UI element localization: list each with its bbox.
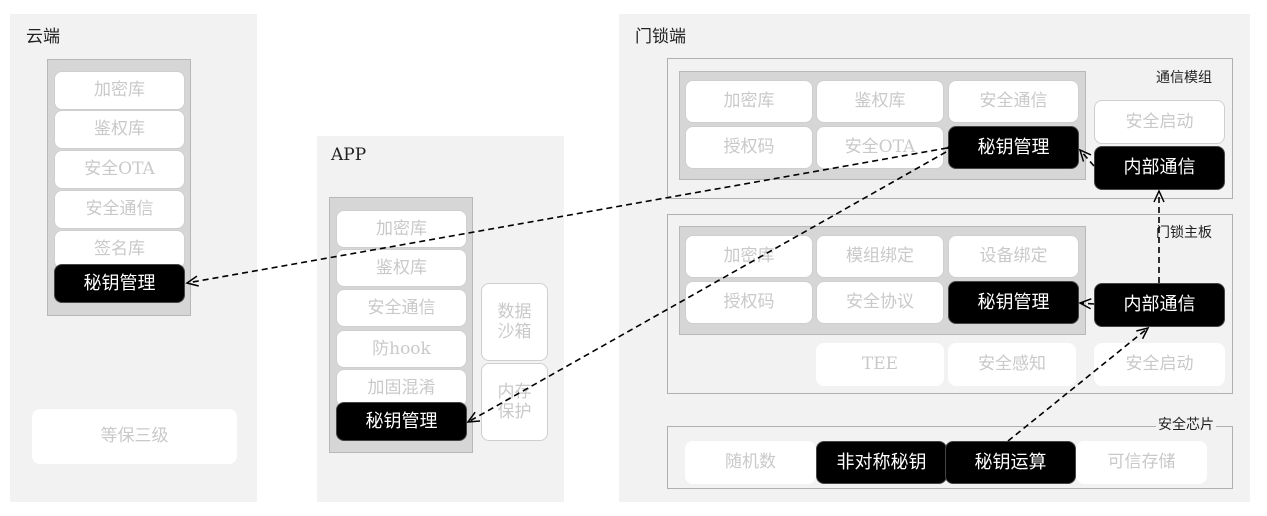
comm-secure-boot: 安全启动 (1094, 100, 1225, 144)
app-module-crypto: 加密库 (336, 210, 467, 248)
chip-label: 安全芯片 (1156, 414, 1216, 434)
mainboard-secure-boot: 安全启动 (1094, 343, 1225, 386)
mainboard-auth-code: 授权码 (685, 281, 813, 324)
app-title: APP (331, 145, 367, 165)
mainboard-internal-comm: 内部通信 (1094, 283, 1225, 327)
comm-auth-code: 授权码 (685, 126, 813, 169)
mainboard-tee: TEE (816, 343, 944, 386)
comm-secure-comm: 安全通信 (948, 80, 1079, 123)
cloud-security-level: 等保三级 (32, 409, 237, 464)
mainboard-device-bind: 设备绑定 (948, 235, 1079, 278)
app-key-management: 秘钥管理 (336, 402, 467, 441)
lock-title: 门锁端 (635, 27, 686, 47)
chip-random: 随机数 (685, 441, 816, 484)
cloud-key-management: 秘钥管理 (54, 264, 185, 303)
comm-ota: 安全OTA (816, 126, 944, 169)
comm-key-management: 秘钥管理 (948, 126, 1079, 169)
app-module-auth: 鉴权库 (336, 249, 467, 287)
cloud-module-auth: 鉴权库 (54, 110, 185, 149)
mainboard-protocol: 安全协议 (816, 281, 944, 324)
cloud-module-secure-comm: 安全通信 (54, 190, 185, 229)
chip-asym-key: 非对称秘钥 (816, 441, 947, 484)
comm-internal-comm: 内部通信 (1094, 146, 1225, 190)
mainboard-perception: 安全感知 (948, 343, 1076, 386)
cloud-title: 云端 (26, 27, 60, 47)
mainboard-crypto: 加密库 (685, 235, 813, 278)
comm-module-label: 通信模组 (1156, 70, 1212, 86)
app-module-secure-comm: 安全通信 (336, 289, 467, 327)
mainboard-label: 门锁主板 (1156, 225, 1212, 241)
cloud-module-crypto: 加密库 (54, 71, 185, 110)
comm-auth: 鉴权库 (816, 80, 944, 123)
app-memory-protection: 内存保护 (481, 363, 548, 441)
comm-crypto: 加密库 (685, 80, 813, 123)
chip-key-op: 秘钥运算 (945, 441, 1076, 484)
app-module-anti-hook: 防hook (336, 330, 467, 368)
cloud-module-ota: 安全OTA (54, 150, 185, 189)
chip-frame (667, 426, 1233, 489)
app-data-sandbox: 数据沙箱 (481, 283, 548, 361)
chip-storage: 可信存储 (1076, 441, 1207, 484)
mainboard-module-bind: 模组绑定 (816, 235, 944, 278)
mainboard-key-management: 秘钥管理 (948, 281, 1079, 324)
